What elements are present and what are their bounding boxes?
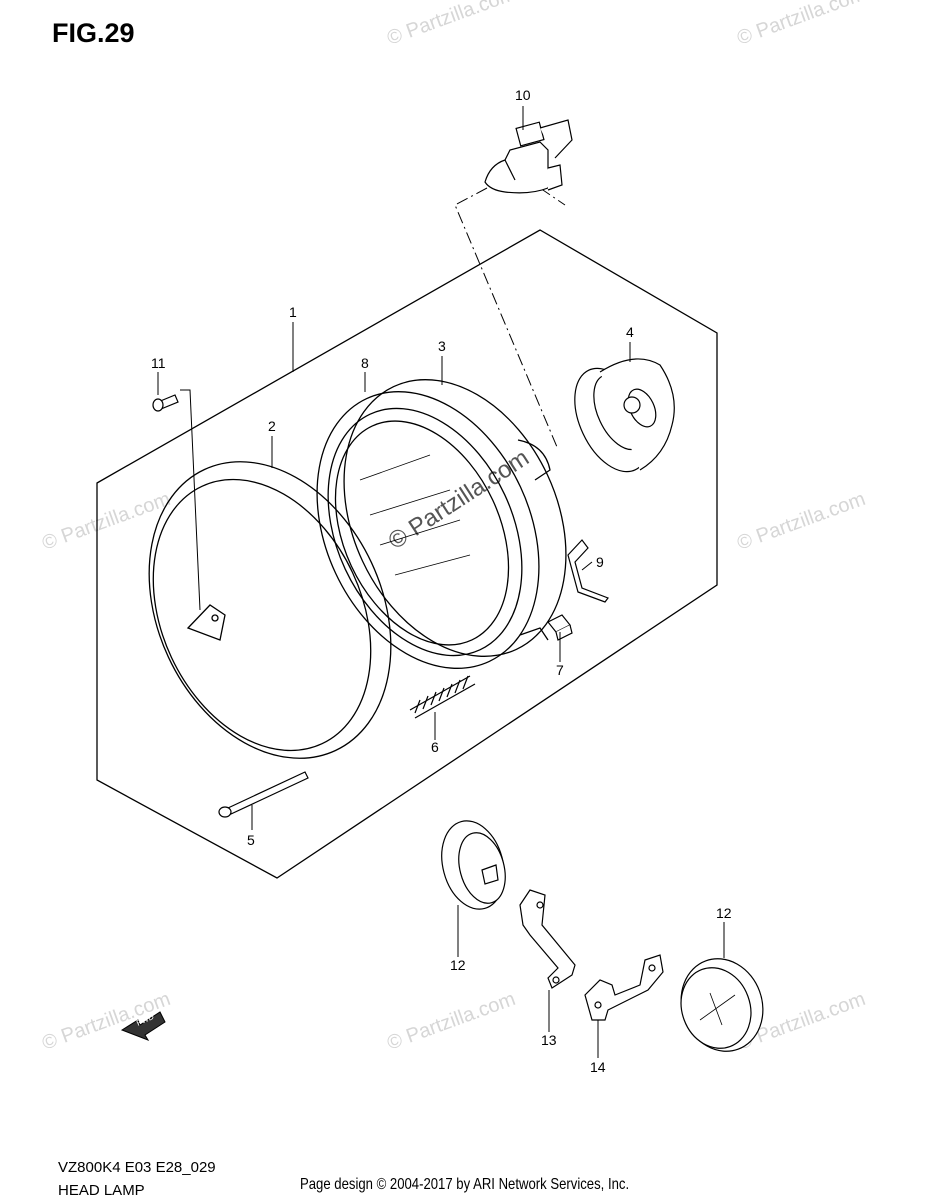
- watermark: © Partzilla.com: [384, 988, 518, 1055]
- callout-7: 7: [556, 662, 564, 678]
- callout-14: 14: [590, 1059, 606, 1075]
- callout-5: 5: [247, 832, 255, 848]
- callout-6: 6: [431, 739, 439, 755]
- callout-labels: 1 2 3 4 5 6 7 8 9 10 11 12 12 13 14: [151, 87, 732, 1075]
- callout-9: 9: [596, 554, 604, 570]
- callout-3: 3: [438, 338, 446, 354]
- callout-13: 13: [541, 1032, 557, 1048]
- watermark: © Partzilla.com: [734, 0, 868, 50]
- callout-10: 10: [515, 87, 531, 103]
- watermark: © Partzilla.com: [384, 0, 518, 50]
- watermark: © Partzilla.com: [39, 488, 173, 555]
- page-credit: Page design © 2004-2017 by ARI Network S…: [300, 1176, 630, 1193]
- callout-leaders: [157, 106, 725, 1058]
- callout-2: 2: [268, 418, 276, 434]
- callout-1: 1: [289, 304, 297, 320]
- cap-part: [680, 958, 764, 1052]
- figure-title: FIG.29: [52, 18, 135, 48]
- callout-4: 4: [626, 324, 634, 340]
- bracket-part: [584, 954, 664, 1021]
- screw-part: [218, 771, 309, 818]
- watermark: © Partzilla.com: [734, 488, 868, 555]
- socket-cover-part: [574, 358, 675, 473]
- rim-part: [148, 461, 392, 759]
- callout-8: 8: [361, 355, 369, 371]
- callout-12b: 12: [716, 905, 732, 921]
- bulb-part: [484, 119, 573, 194]
- watermark-center: © Partzilla.com: [384, 444, 534, 555]
- spring-part: [409, 675, 476, 719]
- callout-11: 11: [151, 355, 166, 371]
- cushion-part: [441, 820, 506, 910]
- callout-12a: 12: [450, 957, 466, 973]
- model-code: VZ800K4 E03 E28_029: [58, 1159, 216, 1176]
- bulb-leader-lines: [454, 187, 566, 448]
- lens-unit-part: [316, 379, 567, 669]
- section-name: HEAD LAMP: [58, 1182, 145, 1199]
- assembly-outline: [96, 229, 718, 879]
- bracket-part: [519, 889, 576, 989]
- clip-part: [567, 539, 609, 603]
- bolt-part: [152, 394, 179, 412]
